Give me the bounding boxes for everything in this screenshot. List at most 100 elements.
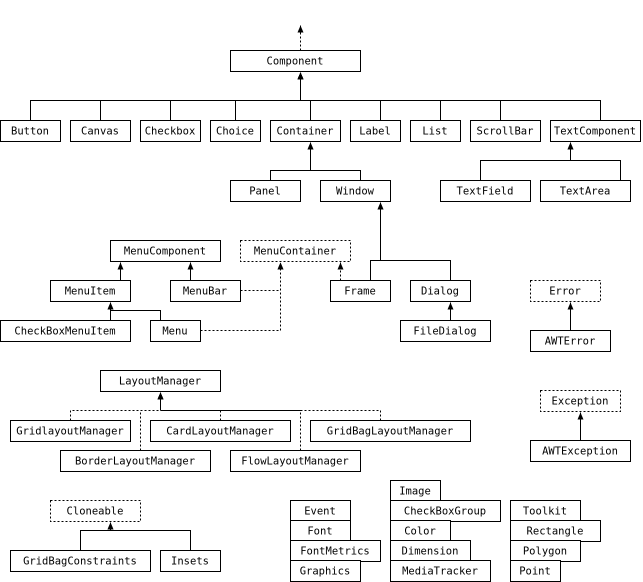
edge-menu-item-to-menu-component [117, 262, 124, 281]
class-label: Choice [216, 126, 254, 138]
class-box-text-area: TextArea [540, 180, 631, 202]
class-box-border [530, 280, 601, 302]
arrowhead-icon [107, 302, 114, 310]
class-box-image: Image [390, 480, 441, 502]
edge-insets-to-cloneable [107, 522, 191, 551]
edge-line [160, 392, 381, 421]
class-box-border [0, 320, 131, 342]
edge-line [70, 392, 161, 421]
class-label: Panel [249, 186, 281, 198]
edge-container-to-component [297, 72, 311, 121]
arrowhead-icon [187, 262, 194, 270]
class-box-grid-bag-layout-manager: GridBagLayoutManager [310, 420, 471, 442]
class-label: Button [11, 126, 49, 138]
edge-grid-bag-constraints-to-cloneable [80, 522, 114, 551]
class-box-border-layout-manager: BorderLayoutManager [60, 450, 211, 472]
class-label: TextArea [560, 186, 611, 198]
arrowhead-icon [337, 262, 344, 270]
class-box-canvas: Canvas [70, 120, 131, 142]
class-label: TextComponent [554, 126, 636, 138]
class-label: AWTException [542, 446, 618, 458]
edge-line [480, 142, 571, 181]
class-label: AWTError [545, 336, 596, 348]
class-label: Event [304, 506, 336, 518]
class-box-border [230, 180, 301, 202]
edge-label-to-component [297, 72, 381, 121]
edge-line [240, 262, 281, 291]
class-label: LayoutManager [119, 376, 201, 388]
edge-window-to-container [307, 142, 361, 181]
class-box-insets: Insets [160, 550, 221, 572]
class-label: CheckBoxMenuItem [14, 326, 115, 338]
class-label: MediaTracker [402, 566, 478, 578]
class-box-menu-bar: MenuBar [170, 280, 241, 302]
edge-line [235, 72, 301, 121]
class-box-grid-bag-constraints: GridBagConstraints [10, 550, 151, 572]
class-label: MenuComponent [124, 246, 206, 258]
class-box-border [530, 440, 631, 462]
class-box-border [50, 500, 141, 522]
class-label: Error [549, 286, 581, 298]
class-box-border [100, 370, 221, 392]
edge-frame-to-menu-container [337, 262, 344, 281]
class-label: Toolkit [523, 506, 567, 518]
class-box-container: Container [270, 120, 341, 142]
arrowhead-icon [107, 522, 114, 530]
class-box-border [410, 120, 461, 142]
edge-scroll-bar-to-component [297, 72, 501, 121]
edge-flow-layout-manager-to-layout-manager [157, 392, 301, 451]
class-box-border [60, 450, 211, 472]
edge-text-area-to-text-component [567, 142, 621, 181]
class-box-border [550, 120, 641, 142]
edge-line [80, 522, 111, 551]
class-box-border [170, 280, 241, 302]
edge-button-to-component [30, 72, 304, 121]
arrowhead-icon [157, 392, 164, 400]
edge-choice-to-component [235, 72, 304, 121]
class-box-border [350, 120, 401, 142]
class-box-border [240, 240, 351, 262]
class-label: TextField [457, 186, 514, 198]
class-box-button: Button [0, 120, 61, 142]
class-box-exception: Exception [540, 390, 621, 412]
class-box-border [330, 280, 391, 302]
arrowhead-icon [297, 25, 304, 33]
edge-checkbox-to-component [170, 72, 304, 121]
class-box-menu: Menu [150, 320, 201, 342]
class-box-awt-error: AWTError [530, 330, 611, 352]
class-label: List [422, 126, 447, 138]
edge-panel-to-container [270, 142, 314, 181]
class-box-border [150, 420, 291, 442]
edge-canvas-to-component [100, 72, 304, 121]
edge-line [200, 262, 281, 331]
class-box-font: Font [290, 520, 351, 542]
class-box-frame: Frame [330, 280, 391, 302]
class-label: Container [277, 126, 334, 138]
class-label: CheckBoxGroup [404, 506, 486, 518]
class-box-checkbox: Checkbox [140, 120, 201, 142]
class-box-label: Label [350, 120, 401, 142]
class-label: ScrollBar [477, 126, 534, 138]
arrowhead-icon [297, 72, 304, 80]
class-box-border [110, 240, 221, 262]
edge-menu-to-menu-container [200, 262, 284, 331]
edge-line [380, 202, 451, 281]
class-box-font-metrics: FontMetrics [290, 540, 381, 562]
class-box-border [50, 280, 131, 302]
class-box-border [160, 550, 221, 572]
class-box-border [10, 550, 151, 572]
edge-line [110, 302, 161, 321]
class-box-border [410, 280, 471, 302]
arrowhead-icon [307, 142, 314, 150]
edge-line [160, 392, 301, 451]
class-box-rectangle: Rectangle [510, 520, 601, 542]
arrowhead-icon [277, 262, 284, 270]
edge-line [100, 72, 301, 121]
class-label: Font [307, 526, 332, 538]
class-box-text-field: TextField [440, 180, 531, 202]
class-box-border [540, 390, 621, 412]
class-box-border [440, 180, 531, 202]
class-label: CardLayoutManager [166, 426, 273, 438]
class-label: Menu [162, 326, 187, 338]
edge-line [270, 142, 311, 181]
